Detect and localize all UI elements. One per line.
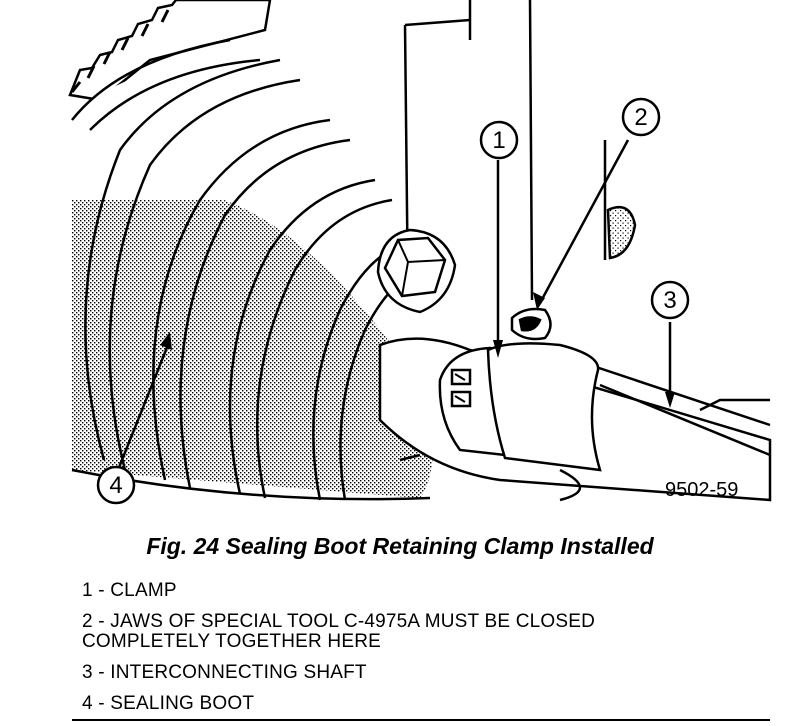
- callout-1-label: 1: [492, 127, 505, 154]
- callout-3-label: 3: [663, 287, 676, 314]
- legend-item-4: 4 - SEALING BOOT: [82, 693, 255, 714]
- clamp: [438, 307, 602, 472]
- callout-4: 4: [96, 465, 136, 505]
- technical-illustration: 1 2 3 4 9502-59: [68, 0, 772, 505]
- callout-arrowheads: [160, 292, 675, 408]
- figure-code: 9502-59: [665, 479, 738, 501]
- callout-1: 1: [479, 120, 519, 160]
- base-lines: [399, 453, 582, 502]
- fitting: [603, 140, 637, 260]
- figure-caption: Fig. 24 Sealing Boot Retaining Clamp Ins…: [146, 533, 654, 559]
- callout-3: 3: [650, 280, 690, 320]
- callout-2: 2: [621, 97, 661, 137]
- bottom-divider: [72, 719, 770, 721]
- sealing-boot: [71, 38, 434, 501]
- hex-bolt: [376, 228, 457, 314]
- callout-2-label: 2: [634, 104, 647, 131]
- callout-leader-lines: [116, 139, 672, 471]
- legend-item-2-line-1: 2 - JAWS OF SPECIAL TOOL C-4975A MUST BE…: [82, 611, 596, 632]
- legend-item-3: 3 - INTERCONNECTING SHAFT: [82, 662, 367, 683]
- legend-item-2-line-2: COMPLETELY TOGETHER HERE: [82, 631, 382, 652]
- callout-4-label: 4: [109, 472, 122, 499]
- legend-item-1: 1 - CLAMP: [82, 580, 177, 601]
